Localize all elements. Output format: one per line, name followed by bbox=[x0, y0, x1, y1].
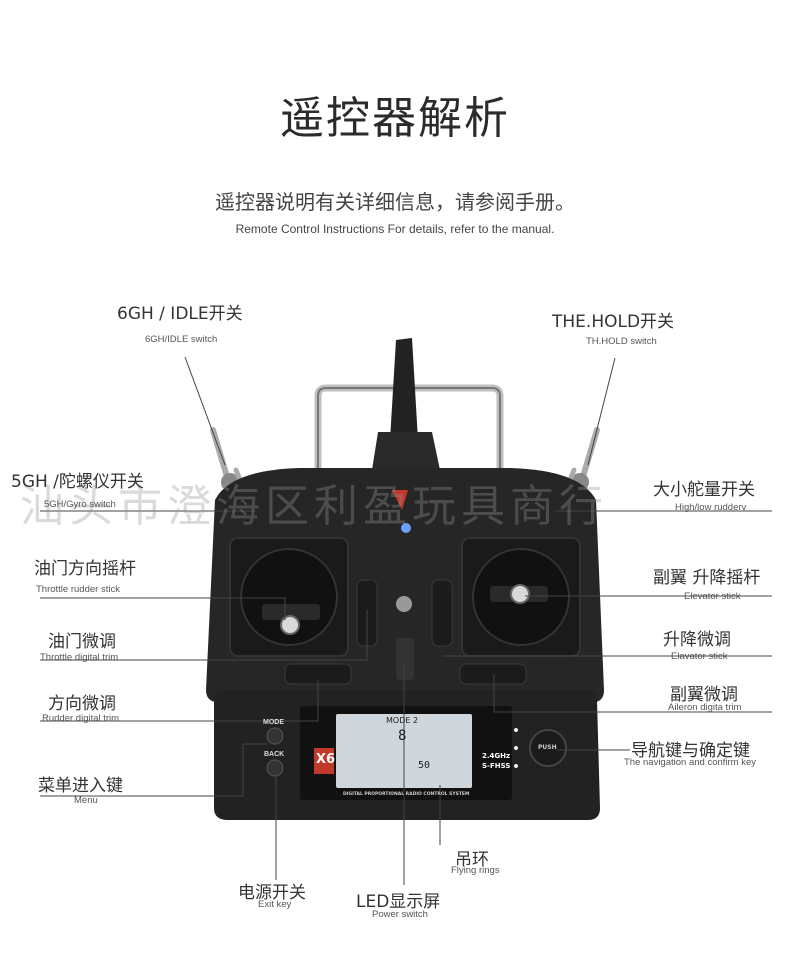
leader-rudder-trim bbox=[40, 680, 319, 722]
elevator-stick[interactable] bbox=[510, 584, 530, 604]
leader-throttle-stick bbox=[40, 597, 286, 620]
nav-dot-1 bbox=[514, 728, 518, 732]
aileron-trim-label: 副翼微调 bbox=[670, 685, 738, 705]
left-gimbal-ring bbox=[240, 548, 338, 646]
navigation-dial[interactable] bbox=[529, 729, 567, 767]
model-badge: X6 bbox=[316, 752, 336, 767]
power-switch[interactable] bbox=[396, 638, 414, 680]
antenna bbox=[390, 338, 418, 440]
elevator-trim-label-en: Elavator stick bbox=[671, 651, 728, 662]
flying-rings-label: 吊环 bbox=[455, 850, 489, 870]
throttle-stick[interactable] bbox=[280, 615, 300, 635]
screen-digit: 8 bbox=[398, 728, 407, 744]
rudder-trim-label: 方向微调 bbox=[48, 694, 116, 714]
watermark: 汕头市澄海区利盈玩具商行 bbox=[20, 481, 608, 532]
back-button[interactable] bbox=[266, 759, 284, 777]
exit-key-label: 电源开关 bbox=[238, 883, 306, 903]
leader-throttle-trim bbox=[40, 610, 368, 661]
band-label: 2.4GHz bbox=[482, 752, 511, 760]
nav-key-label-en: The navigation and confirm key bbox=[624, 757, 757, 768]
elevator-trim-switch[interactable] bbox=[431, 579, 453, 647]
model-badge-bg bbox=[314, 748, 334, 774]
flying-rings-label-en: Flying rings bbox=[451, 865, 500, 876]
status-led bbox=[401, 523, 411, 533]
throttle-stick-label: 油门方向摇杆 bbox=[34, 559, 136, 579]
elevator-stick-label-en: Elevator stick bbox=[684, 591, 741, 602]
led-screen-label-en: Power switch bbox=[372, 909, 428, 920]
rudder-switch-label: 大小舵量开关 bbox=[653, 480, 755, 500]
elevator-trim-label: 升降微调 bbox=[663, 630, 731, 650]
leader-menu bbox=[40, 743, 268, 797]
idle-switch-label: 6GH / IDLE开关 bbox=[117, 304, 243, 324]
throttle-stick-label-en: Throttle rudder stick bbox=[36, 584, 120, 595]
gyro-switch-label-en: 5GH/Gyro switch bbox=[44, 499, 116, 510]
leader-aileron-trim bbox=[493, 674, 772, 713]
leader-idle bbox=[184, 356, 226, 466]
menu-key-label: 菜单进入键 bbox=[38, 776, 123, 796]
back-label: BACK bbox=[264, 751, 285, 758]
screen-number: 50 bbox=[418, 760, 431, 771]
aileron-trim-label-en: Aileron digita trim bbox=[668, 702, 742, 713]
hold-switch-label-en: TH.HOLD switch bbox=[586, 336, 657, 347]
brand-strip: DIGITAL PROPORTIONAL RADIO CONTROL SYSTE… bbox=[343, 792, 470, 797]
brand-logo bbox=[392, 490, 408, 510]
antenna-base bbox=[372, 432, 440, 470]
center-screw bbox=[396, 596, 412, 612]
rudder-switch-label-en: High/low rudderv bbox=[675, 502, 747, 513]
exit-key-label-en: Exit key bbox=[258, 899, 292, 910]
subtitle-en: Remote Control Instructions For details,… bbox=[235, 222, 555, 236]
nav-key-label: 导航键与确定键 bbox=[631, 741, 750, 761]
idle-switch-label-en: 6GH/IDLE switch bbox=[145, 334, 218, 345]
gyro-switch-label: 5GH /陀螺仪开关 bbox=[11, 472, 144, 492]
menu-key-label-en: Menu bbox=[74, 795, 98, 806]
left-gimbal-slot bbox=[262, 604, 320, 620]
rudder-trim-label-en: Rudder digital trim bbox=[42, 713, 120, 724]
mode-button[interactable] bbox=[266, 727, 284, 745]
hold-switch-label: THE.HOLD开关 bbox=[552, 312, 675, 332]
screen-mode: MODE 2 bbox=[386, 716, 419, 725]
aileron-trim-switch[interactable] bbox=[459, 663, 527, 685]
nav-dot-2 bbox=[514, 746, 518, 750]
throttle-trim-label: 油门微调 bbox=[48, 632, 116, 652]
elevator-stick-label: 副翼 升降摇杆 bbox=[653, 568, 761, 588]
nav-dot-3 bbox=[514, 764, 518, 768]
throttle-trim-label-en: Throttle digital trim bbox=[40, 652, 119, 663]
leader-hold bbox=[587, 357, 616, 466]
subtitle-cn: 遥控器说明有关详细信息，请参阅手册。 bbox=[215, 190, 575, 214]
push-label: PUSH bbox=[538, 744, 557, 751]
protocol-label: S-FHSS bbox=[482, 762, 511, 770]
page-title: 遥控器解析 bbox=[280, 93, 510, 144]
led-screen-label: LED显示屏 bbox=[356, 892, 441, 912]
mode-label: MODE bbox=[263, 719, 284, 726]
